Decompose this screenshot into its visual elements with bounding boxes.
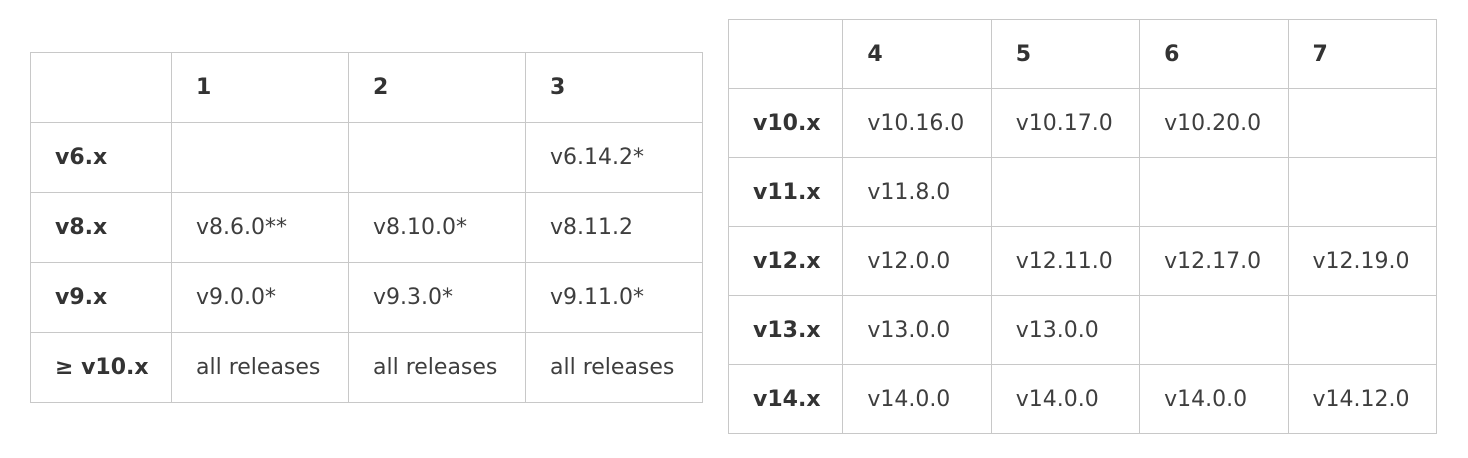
table-cell: v10.16.0 [842, 88, 992, 158]
table-cell: v14.0.0 [842, 364, 992, 434]
table-cell: v12.19.0 [1287, 226, 1438, 296]
version-table-1: 1 2 3 v6.x v6.14.2* v8.x v8.6.0** v8.10.… [30, 52, 703, 403]
column-header: 4 [842, 19, 992, 89]
column-header: 7 [1287, 19, 1438, 89]
column-header: 1 [171, 52, 349, 123]
table-cell: v14.0.0 [1139, 364, 1289, 434]
table-cell: v9.11.0* [525, 262, 703, 333]
table-cell: v13.0.0 [990, 295, 1141, 365]
table-cell [348, 122, 526, 193]
table-cell: v8.11.2 [525, 192, 703, 263]
table-cell [1287, 88, 1438, 158]
table-cell [990, 157, 1141, 227]
table-cell: v14.12.0 [1287, 364, 1438, 434]
table-cell: v13.0.0 [842, 295, 992, 365]
table-header-row: 4 5 6 7 [727, 19, 1438, 89]
table-cell: v14.0.0 [990, 364, 1141, 434]
table-row: v8.x v8.6.0** v8.10.0* v8.11.2 [30, 192, 703, 263]
table-cell: v6.14.2* [525, 122, 703, 193]
table-cell: all releases [525, 332, 703, 403]
header-corner-cell [727, 19, 844, 89]
table-cell: v12.0.0 [842, 226, 992, 296]
table-row: ≥ v10.x all releases all releases all re… [30, 332, 703, 403]
table-cell: v9.0.0* [171, 262, 349, 333]
table-row: v11.x v11.8.0 [727, 157, 1438, 227]
header-corner-cell [30, 52, 172, 123]
column-header: 6 [1139, 19, 1289, 89]
table-cell: v10.17.0 [990, 88, 1141, 158]
table-cell: v8.10.0* [348, 192, 526, 263]
row-header: v11.x [727, 157, 844, 227]
table-cell: v12.17.0 [1139, 226, 1289, 296]
table-row: v13.x v13.0.0 v13.0.0 [727, 295, 1438, 365]
row-header: v13.x [727, 295, 844, 365]
table-cell: all releases [348, 332, 526, 403]
table-row: v9.x v9.0.0* v9.3.0* v9.11.0* [30, 262, 703, 333]
table-cell: v8.6.0** [171, 192, 349, 263]
table-cell [171, 122, 349, 193]
column-header: 5 [990, 19, 1141, 89]
column-header: 3 [525, 52, 703, 123]
table-row: v10.x v10.16.0 v10.17.0 v10.20.0 [727, 88, 1438, 158]
table-cell [1139, 295, 1289, 365]
table-row: v12.x v12.0.0 v12.11.0 v12.17.0 v12.19.0 [727, 226, 1438, 296]
table-cell: v11.8.0 [842, 157, 992, 227]
row-header: v6.x [30, 122, 172, 193]
table-cell: v9.3.0* [348, 262, 526, 333]
row-header: ≥ v10.x [30, 332, 172, 403]
table-cell [1287, 295, 1438, 365]
row-header: v14.x [727, 364, 844, 434]
table-row: v6.x v6.14.2* [30, 122, 703, 193]
table-cell: v10.20.0 [1139, 88, 1289, 158]
row-header: v9.x [30, 262, 172, 333]
row-header: v8.x [30, 192, 172, 263]
version-table-2: 4 5 6 7 v10.x v10.16.0 v10.17.0 v10.20.0… [727, 19, 1438, 434]
column-header: 2 [348, 52, 526, 123]
row-header: v10.x [727, 88, 844, 158]
table-row: v14.x v14.0.0 v14.0.0 v14.0.0 v14.12.0 [727, 364, 1438, 434]
row-header: v12.x [727, 226, 844, 296]
table-cell [1139, 157, 1289, 227]
table-header-row: 1 2 3 [30, 52, 703, 123]
table-cell: v12.11.0 [990, 226, 1141, 296]
table-cell [1287, 157, 1438, 227]
table-cell: all releases [171, 332, 349, 403]
